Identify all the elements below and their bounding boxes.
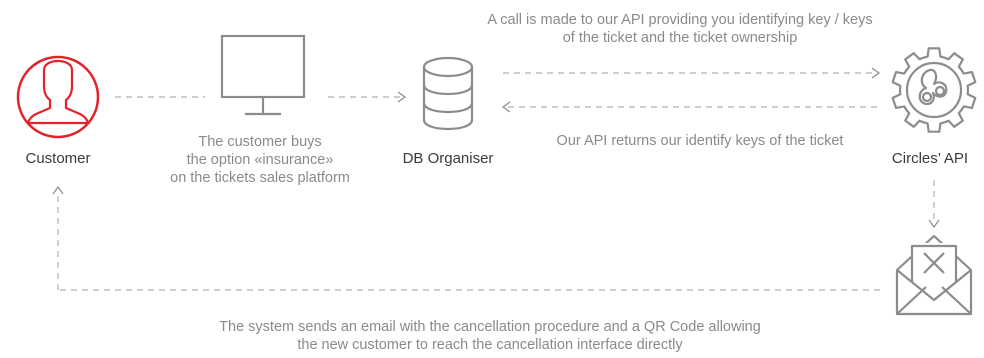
monitor-icon bbox=[220, 34, 306, 116]
email-line-2: the new customer to reach the cancellati… bbox=[297, 337, 683, 353]
email-annotation: The system sends an email with the cance… bbox=[160, 318, 820, 354]
api-call-line-1: A call is made to our API providing you … bbox=[487, 12, 873, 28]
api-call-annotation: A call is made to our API providing you … bbox=[440, 11, 920, 47]
user-icon bbox=[16, 55, 100, 139]
api-return-annotation: Our API returns our identify keys of the… bbox=[556, 133, 844, 149]
db-organiser-label: DB Organiser bbox=[402, 150, 494, 167]
arrowhead bbox=[871, 67, 881, 79]
api-call-line-2: of the ticket and the ticket ownership bbox=[562, 30, 798, 46]
email-line-1: The system sends an email with the cance… bbox=[219, 319, 761, 335]
database-icon bbox=[422, 56, 474, 130]
arrowhead bbox=[928, 219, 940, 229]
circles-api-label: Circles’ API bbox=[891, 150, 969, 167]
purchase-line-1: The customer buys bbox=[198, 134, 322, 150]
arrowhead bbox=[501, 101, 511, 113]
purchase-annotation: The customer buys the option «insurance»… bbox=[160, 133, 360, 187]
purchase-line-3: on the tickets sales platform bbox=[170, 170, 350, 186]
arrowhead bbox=[397, 91, 407, 103]
purchase-line-2: the option «insurance» bbox=[186, 152, 334, 168]
customer-label: Customer bbox=[25, 150, 91, 167]
arrowhead bbox=[52, 185, 64, 195]
envelope-icon bbox=[895, 234, 973, 316]
gear-icon bbox=[891, 47, 977, 133]
